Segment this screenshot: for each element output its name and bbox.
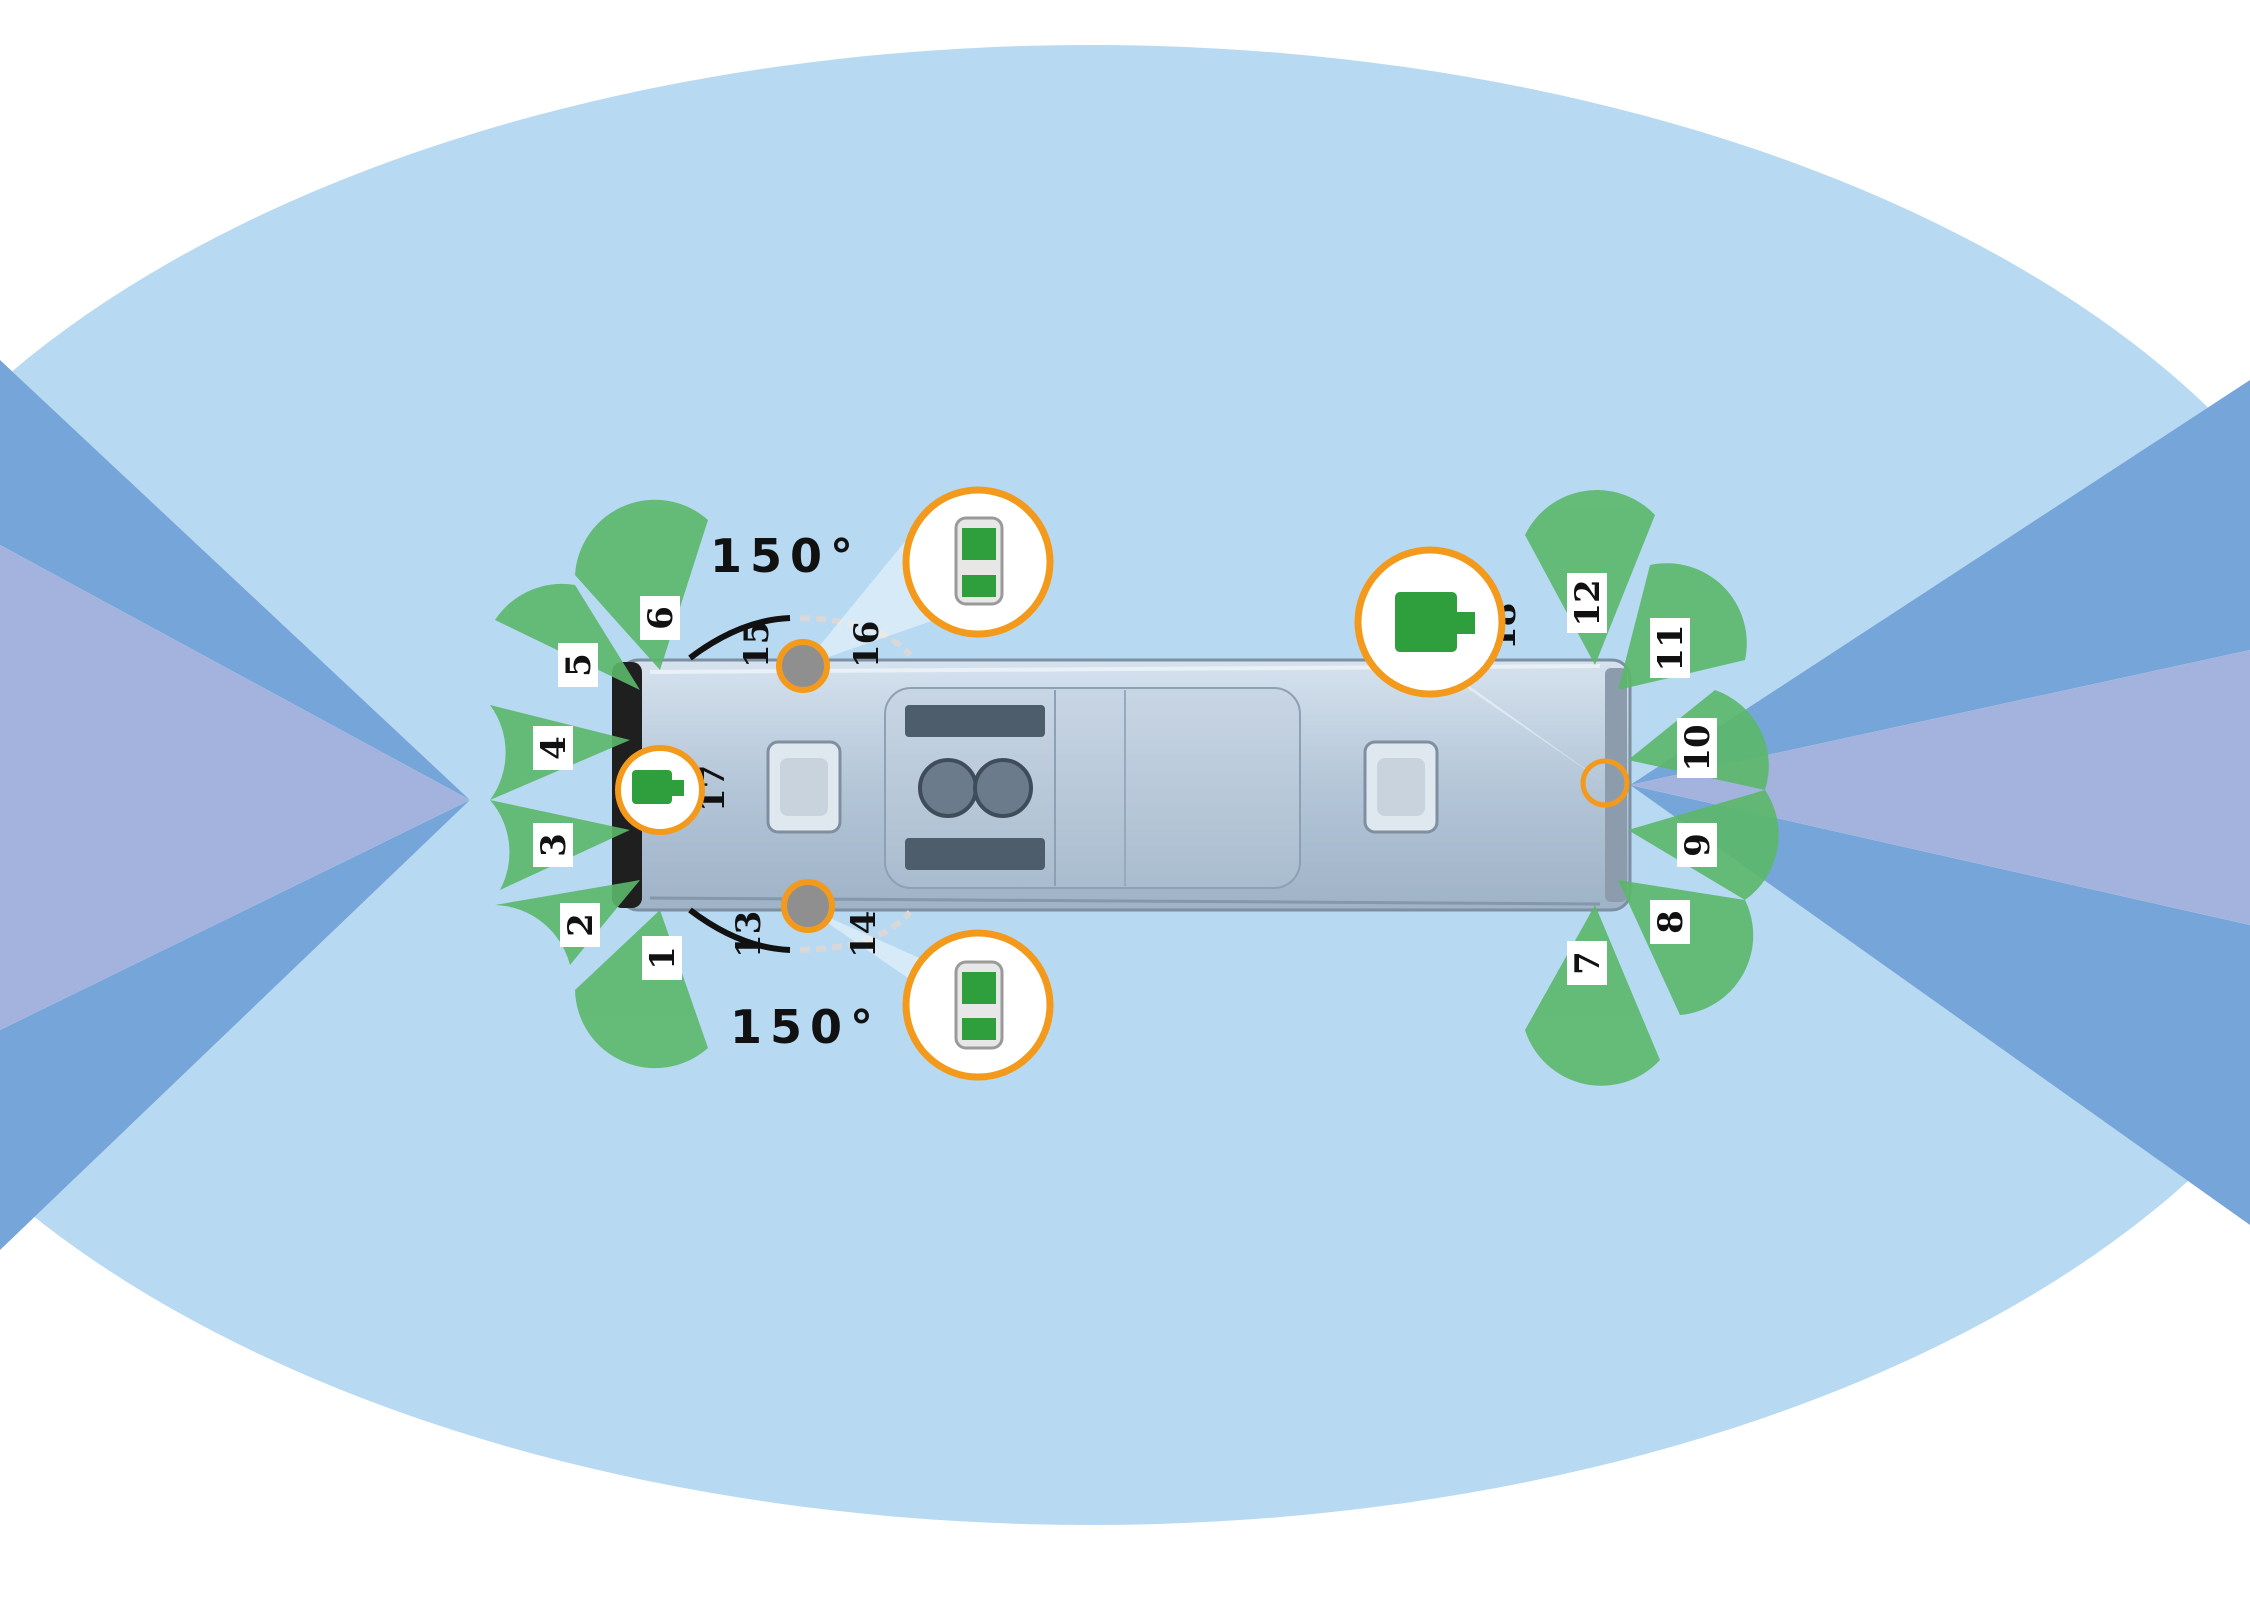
door-arcs — [688, 615, 913, 953]
sensor-label-7: 7 — [1567, 941, 1608, 985]
top-angle-label: 150° — [710, 529, 861, 583]
sensor-label-8: 8 — [1650, 900, 1691, 944]
camera-callout-bottom — [902, 929, 1054, 1081]
svg-text:6: 6 — [641, 606, 681, 630]
front-radar-beams — [0, 360, 470, 1250]
sensor-labels: 1 2 3 4 5 6 7 8 — [533, 573, 1718, 985]
sensor-sector-5 — [495, 583, 640, 690]
sensor-label-10: 10 — [1677, 718, 1718, 778]
svg-text:3: 3 — [534, 833, 574, 857]
svg-text:7: 7 — [1568, 951, 1608, 975]
svg-text:4: 4 — [534, 736, 574, 760]
bus-top-view — [612, 658, 1632, 912]
svg-text:5: 5 — [559, 653, 599, 677]
sensor-label-2: 2 — [560, 903, 601, 947]
sensor-label-12: 12 — [1567, 573, 1608, 633]
svg-text:12: 12 — [1568, 579, 1608, 626]
sensor-sector-6 — [575, 499, 708, 670]
sensor-label-3: 3 — [533, 823, 574, 867]
camera-markers — [615, 639, 1630, 933]
svg-text:9: 9 — [1678, 833, 1718, 857]
svg-text:10: 10 — [1678, 724, 1718, 771]
sensor-label-9: 9 — [1677, 823, 1718, 867]
sensor-label-11: 11 — [1650, 618, 1691, 678]
bottom-angle-label: 150° — [730, 1000, 881, 1054]
camera-label-14: 14 — [844, 911, 884, 958]
camera-label-16: 16 — [847, 621, 887, 668]
sensor-label-4: 4 — [533, 726, 574, 770]
camera-marker-18 — [1580, 758, 1630, 808]
camera-label-15: 15 — [737, 621, 777, 668]
svg-text:1: 1 — [643, 946, 683, 970]
rear-camera-icon — [1395, 592, 1457, 652]
camera-marker-13 — [781, 879, 835, 933]
svg-text:2: 2 — [561, 913, 601, 937]
rear-radar-beams — [1630, 380, 2250, 1225]
camera-marker-15 — [776, 639, 830, 693]
svg-text:8: 8 — [1651, 910, 1691, 934]
sensor-label-1: 1 — [642, 936, 683, 980]
camera-callout-rear — [1354, 546, 1506, 698]
camera-label-13: 13 — [729, 911, 769, 958]
sensor-label-6: 6 — [640, 596, 681, 640]
camera-callout-top — [902, 486, 1054, 638]
camera-17-icon — [632, 770, 684, 804]
sensor-sector-1 — [575, 910, 708, 1069]
sensor-sector-7 — [1525, 905, 1660, 1086]
svg-text:11: 11 — [1651, 624, 1691, 671]
sensor-label-5: 5 — [558, 643, 599, 687]
